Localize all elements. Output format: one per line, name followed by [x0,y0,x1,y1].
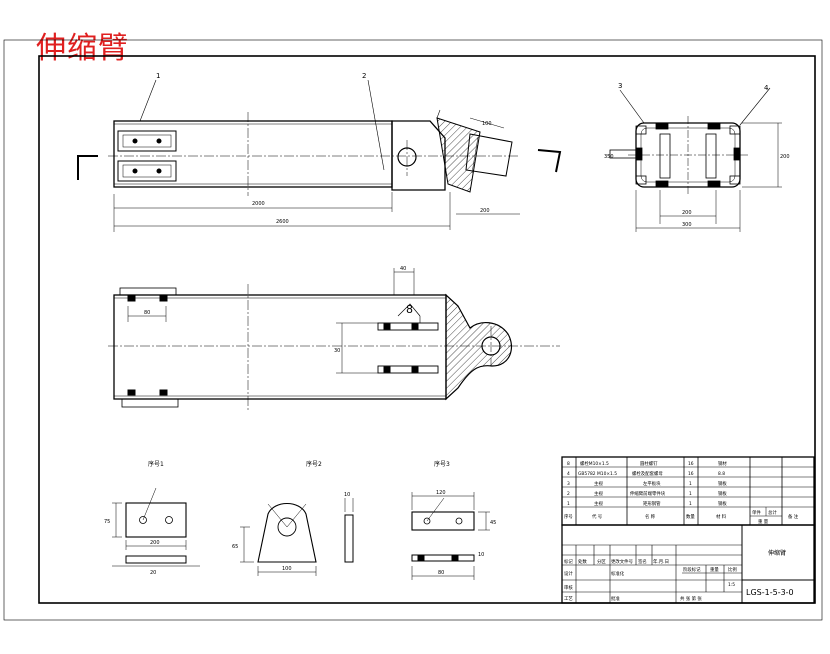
bom-header-material: 材 料 [716,513,727,520]
tb-sheets: 共 张 第 张 [680,595,702,602]
plan-view [108,268,560,410]
part-1-drawing [112,487,200,567]
bom-header-remark: 备 注 [788,513,799,520]
tb-label-date: 年.月.日 [653,558,669,565]
part-3-dim-t: 10 [478,552,484,558]
tb-label-change-doc: 更改文件号 [611,558,634,565]
tb-label-scale: 比例 [728,566,737,573]
inner-frame [38,55,816,604]
balloon-4: 4 [764,84,769,92]
bom-row-1-qty: 16 [688,461,694,467]
tb-label-standard: 标准化 [611,570,625,577]
bom-row-3-no: 3 [567,481,570,487]
part-3-drawing [411,492,490,580]
bom-header-code: 代 号 [592,513,603,520]
dim-end-bottom-inner-2: 200 [682,210,692,216]
dim-plan-top: 40 [400,266,406,272]
dim-head-top: 100 [482,121,492,127]
outer-border [3,39,823,621]
part-2-dim-h: 65 [232,544,238,550]
bom-header-no: 序号 [564,513,573,520]
part-3-label: 序号3 [434,460,450,468]
bom-row-1-no: 8 [567,461,570,467]
weld-symbol-8: 8 [406,303,413,316]
part-2-dim-w: 100 [282,566,292,572]
bom-row-5-no: 1 [567,501,570,507]
bom-row-3-material: 钢板 [718,480,727,487]
dim-plan-left: 80 [144,310,150,316]
bom-row-4-code: 主视 [594,490,603,497]
bom-row-1-name: 圆柱螺钉 [640,460,658,467]
bom-row-3-code: 主视 [594,480,603,487]
dim-end-bottom-outer: 300 [682,222,692,228]
part-1-dim-t: 20 [150,570,156,576]
balloon-3: 3 [618,82,622,90]
tb-label-sign: 签名 [638,558,647,565]
bom-row-2-name: 螺栓及配套螺母 [632,470,663,477]
drawing-title: 伸缩臂 [36,31,129,66]
balloon-2: 2 [362,72,366,80]
part-2-label: 序号2 [306,460,322,468]
part-3-dim-h: 45 [490,520,496,526]
part-3-dim-w: 120 [436,490,446,496]
tb-label-process: 工艺 [564,596,573,602]
balloon-1: 1 [156,72,160,80]
tb-label-mark: 标记 [564,558,573,565]
tb-scale: 1:5 [728,582,735,588]
dim-top-overall: 2600 [276,219,289,225]
dim-end-bottom-inner: 200 [480,208,490,214]
dim-end-right: 350 [604,154,614,160]
title-block [561,524,815,604]
bom-header-unit-weight: 单件 [752,509,761,516]
tb-label-count: 处数 [578,558,587,565]
tb-label-design: 设计 [564,570,573,577]
tb-label-approve: 批准 [611,595,620,602]
bom-header-weight: 重 量 [758,518,769,525]
bom-row-3-qty: 1 [689,481,692,487]
tb-drawing-name: 伸缩臂 [768,549,786,557]
tb-label-stage: 阶段标记 [683,566,701,573]
bom-row-2-no: 4 [567,471,570,477]
part-1-label: 序号1 [148,460,164,468]
tb-label-weight: 重量 [710,566,719,573]
bom-row-4-material: 钢板 [718,490,727,497]
bom-row-5-material: 钢板 [718,500,727,507]
bom-row-5-code: 主视 [594,500,603,507]
bom-row-2-qty: 16 [688,471,694,477]
part-1-dim-h: 75 [104,519,110,525]
tb-label-zone: 分区 [597,558,606,565]
tb-drawing-no: LGS-1-5-3-0 [746,588,794,597]
part-2-drawing [240,498,354,576]
bom-header-qty: 数量 [686,513,695,520]
dim-section-view: 30 [334,348,340,354]
bom-row-4-no: 2 [567,491,570,497]
dim-top-inner: 2000 [252,201,265,207]
end-view [609,87,782,232]
front-view [77,79,562,232]
tb-label-review: 审核 [564,584,573,591]
bom-header-name: 名 称 [645,513,656,520]
bom-row-2-material: 8.8 [718,471,725,477]
bom-row-4-qty: 1 [689,491,692,497]
dim-end-height: 200 [780,154,790,160]
bom-row-2-code: GB5782 M10×1.5 [578,471,617,477]
bom-row-3-name: 左平板块 [643,480,661,487]
bom-header-total-weight: 总计 [768,509,777,516]
bom-rows: 8 螺栓M10×1.5 圆柱螺钉 16 钢材 4 GB5782 M10×1.5 … [564,460,799,525]
part-3-dim-len: 80 [438,570,444,576]
bom-row-1-material: 钢材 [718,460,727,467]
bom-row-5-name: 矩形钢管 [643,500,661,507]
bom-row-5-qty: 1 [689,501,692,507]
part-2-dim-t: 10 [344,492,350,498]
bom-row-4-name: 伸缩臂前端零件块 [630,490,666,497]
part-1-dim-w: 200 [150,540,160,546]
bom-row-1-code: 螺栓M10×1.5 [580,460,609,467]
